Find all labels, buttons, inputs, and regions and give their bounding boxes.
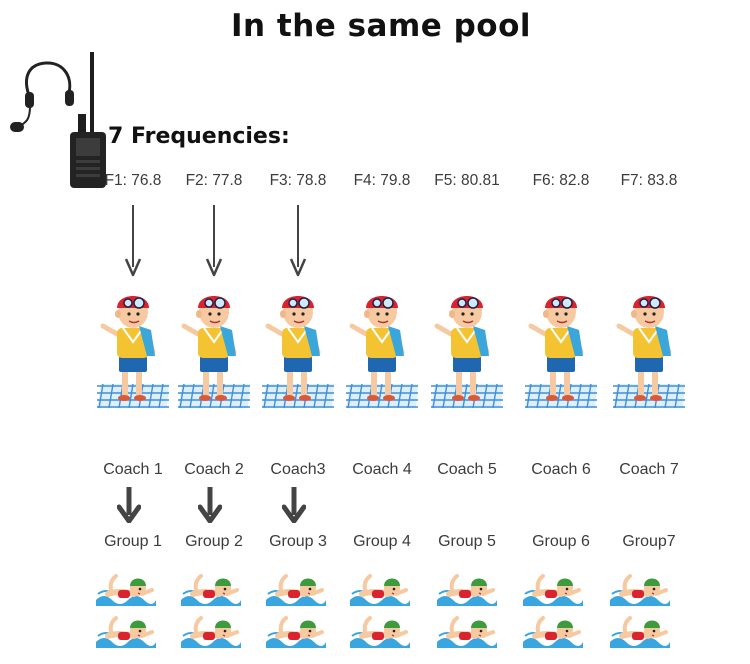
group-label: Group 6: [532, 533, 590, 550]
coach-figure-icon: [97, 296, 169, 409]
frequency-arrow: [289, 205, 307, 277]
coach-to-group-arrow: [282, 487, 306, 523]
swimmer-icon: [437, 574, 497, 606]
swimmer-icon: [437, 616, 497, 648]
frequency-label: F6: 82.8: [532, 172, 590, 189]
walkie-talkie-headset-icon: [10, 52, 106, 188]
frequency-label: F7: 83.8: [620, 172, 678, 189]
coach-figure-icon: [431, 296, 503, 409]
coach-figure-icon: [178, 296, 250, 409]
coach-figure-icon: [525, 296, 597, 409]
swimmer-icon: [96, 574, 156, 606]
coach-figure-icon: [346, 296, 418, 409]
group-label: Group7: [622, 533, 676, 550]
swimmer-icon: [266, 616, 326, 648]
swimmer-icon: [610, 616, 670, 648]
frequency-label: F2: 77.8: [185, 172, 243, 189]
frequency-arrow: [124, 205, 142, 277]
frequencies-heading: 7 Frequencies:: [108, 124, 290, 149]
swimmer-icon: [523, 616, 583, 648]
swimmer-icon: [181, 616, 241, 648]
coach-label: Coach 4: [352, 461, 412, 478]
swimmer-icon: [266, 574, 326, 606]
coach-to-group-arrow: [117, 487, 141, 523]
swimmer-icon: [610, 574, 670, 606]
coach-label: Coach 2: [184, 461, 244, 478]
group-label: Group 1: [104, 533, 162, 550]
page-title: In the same pool: [230, 8, 531, 44]
coach-label: Coach 1: [103, 461, 163, 478]
group-label: Group 3: [269, 533, 327, 550]
swimmer-icon: [523, 574, 583, 606]
group-label: Group 2: [185, 533, 243, 550]
coach-label: Coach 7: [619, 461, 679, 478]
frequency-label: F1: 76.8: [104, 172, 162, 189]
coach-figure-icon: [262, 296, 334, 409]
frequency-label: F5: 80.81: [434, 172, 500, 189]
coach-figure-icon: [613, 296, 685, 409]
frequency-label: F4: 79.8: [353, 172, 411, 189]
coach-label: Coach3: [270, 461, 326, 478]
coach-label: Coach 5: [437, 461, 497, 478]
group-label: Group 4: [353, 533, 411, 550]
frequency-label: F3: 78.8: [269, 172, 327, 189]
frequency-arrow: [205, 205, 223, 277]
swimmer-icon: [350, 574, 410, 606]
swimmer-icon: [181, 574, 241, 606]
coach-to-group-arrow: [198, 487, 222, 523]
coach-label: Coach 6: [531, 461, 591, 478]
swimmer-icon: [350, 616, 410, 648]
group-label: Group 5: [438, 533, 496, 550]
swimmer-icon: [96, 616, 156, 648]
